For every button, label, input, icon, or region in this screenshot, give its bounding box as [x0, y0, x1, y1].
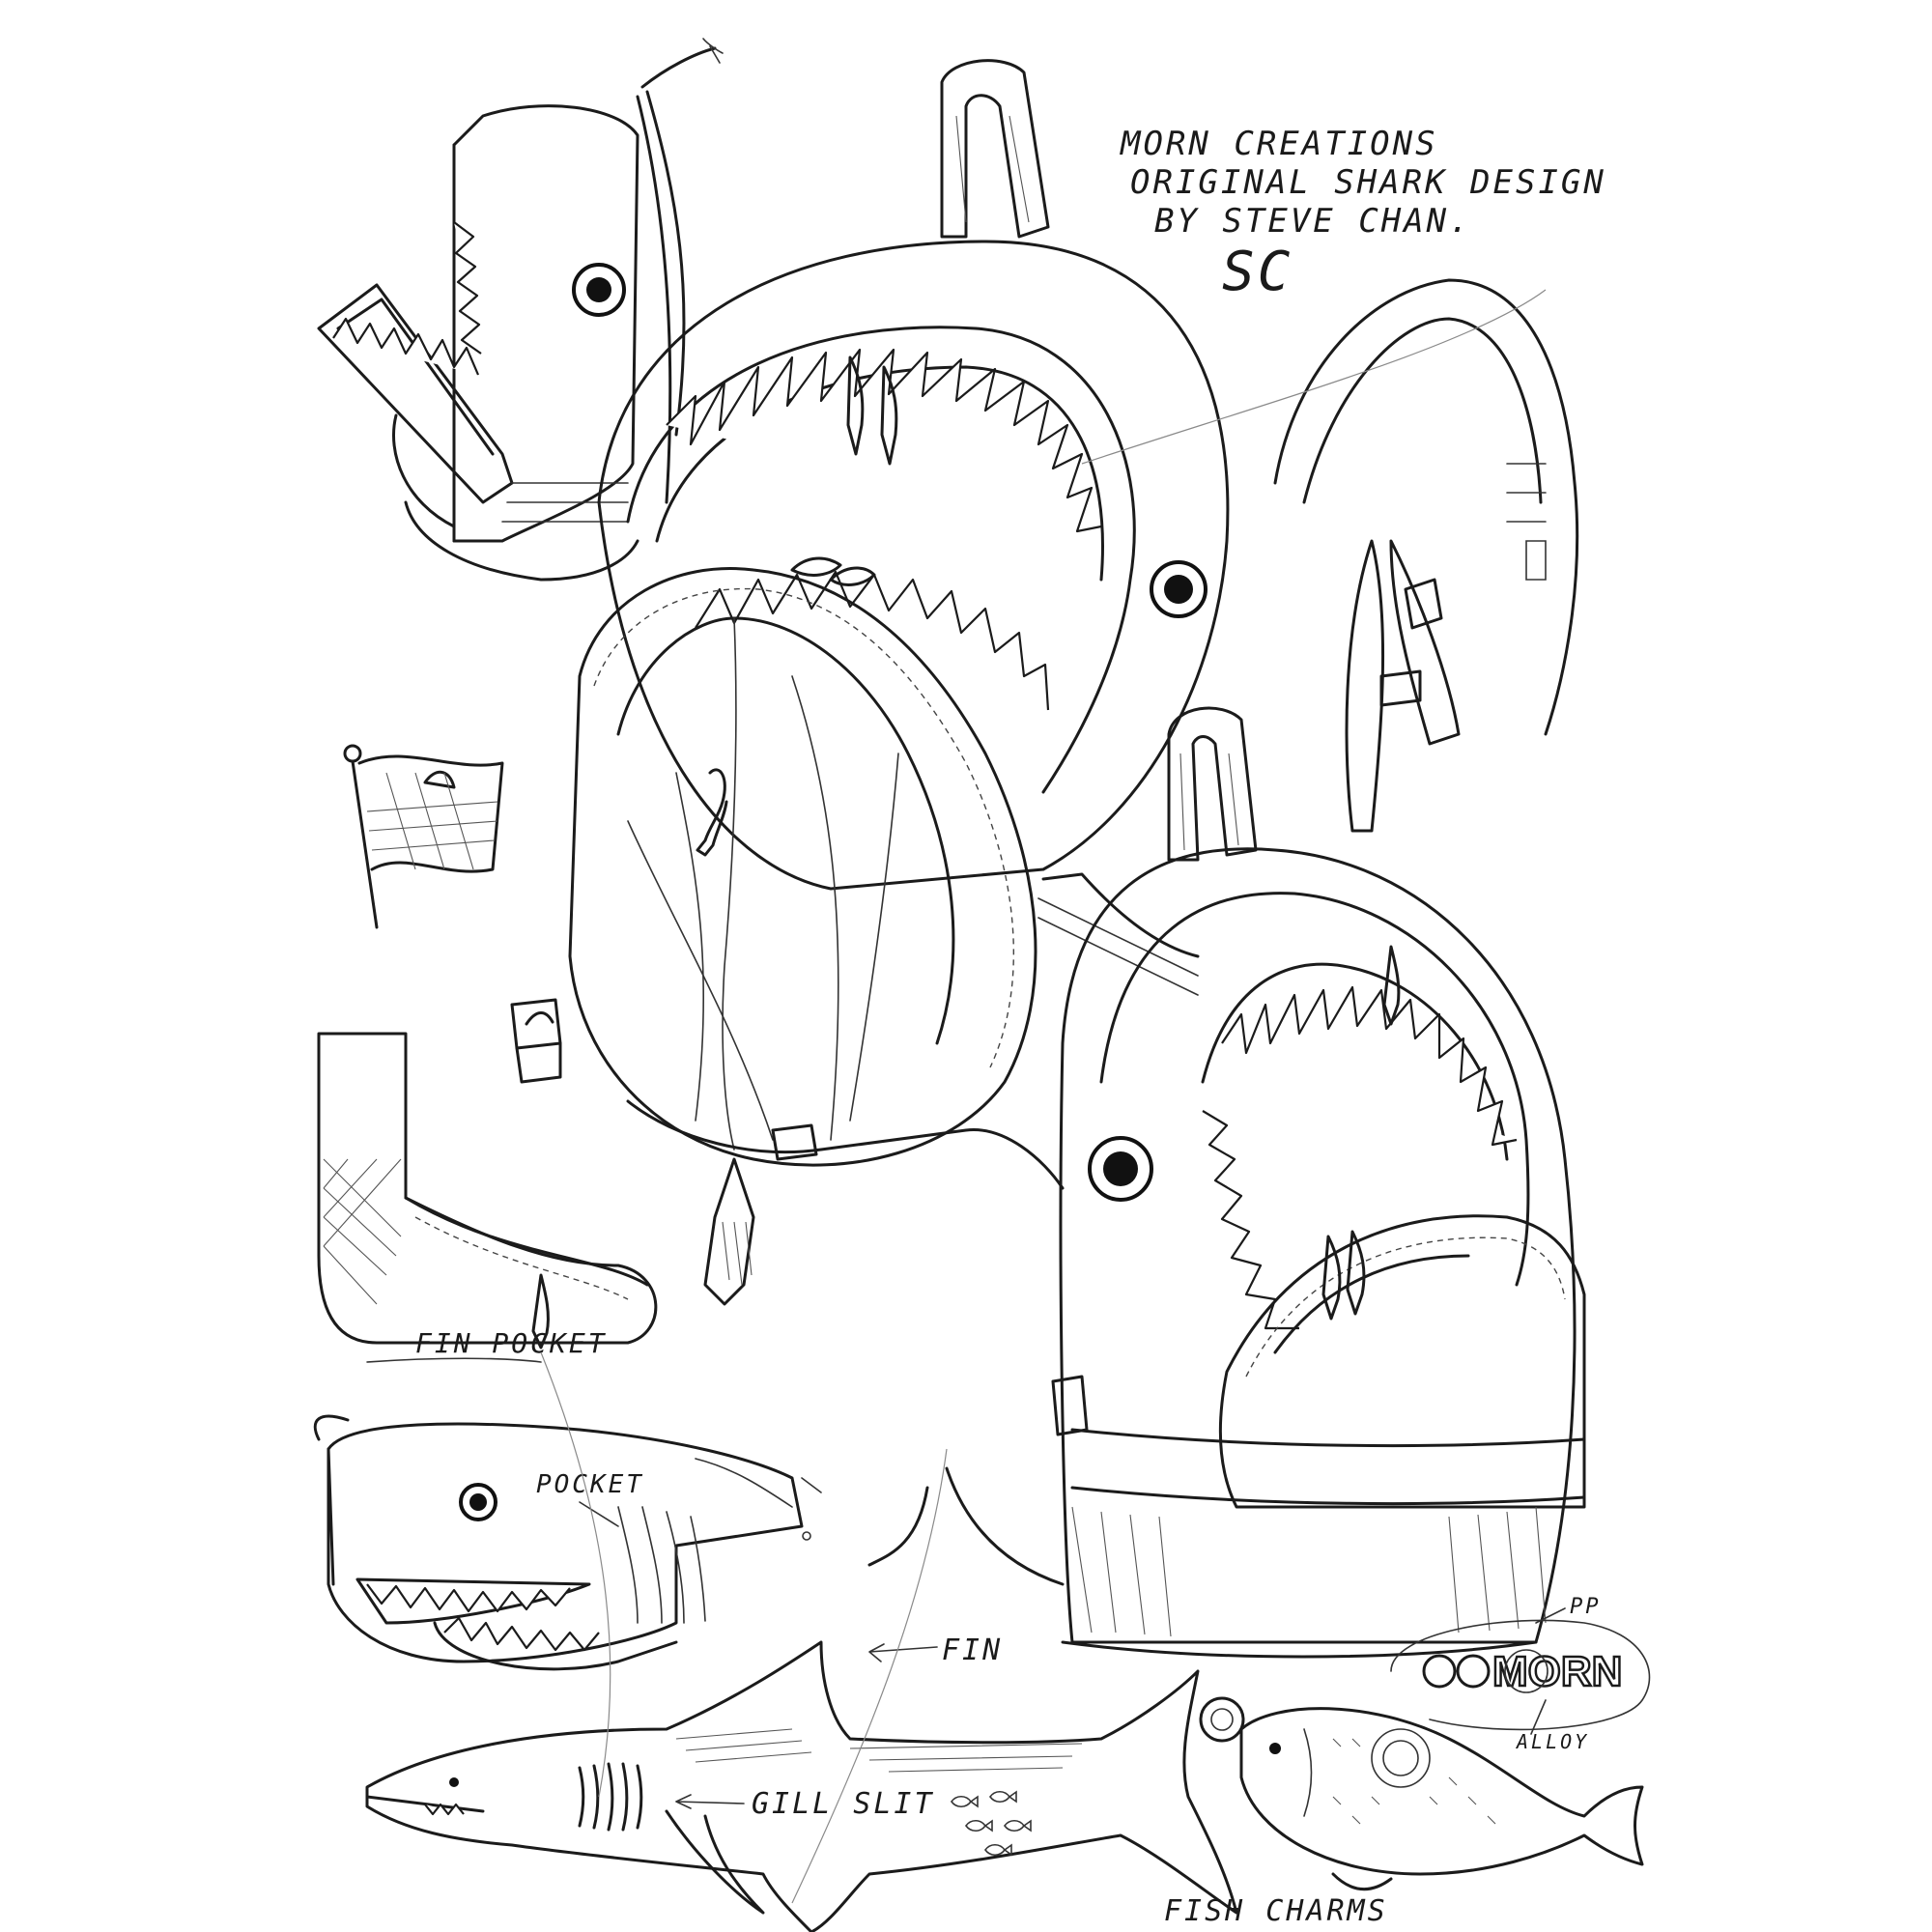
credit-line-2: ORIGINAL SHARK DESIGN [1130, 163, 1606, 202]
side-view-sketch [317, 38, 724, 582]
pocket-label: POCKET [536, 1470, 644, 1499]
fish-charms-label: FISH CHARMS [1164, 1894, 1388, 1928]
morn-logo-sketch: MORN PP ALLOY [1390, 1595, 1651, 1753]
credit-block: MORN CREATIONS ORIGINAL SHARK DESIGN BY … [1120, 125, 1606, 303]
shark-sketch: GILL SLIT FIN [365, 1634, 1238, 1932]
strap-detail-sketch [1273, 278, 1579, 833]
fin-label: FIN [942, 1634, 1003, 1667]
pp-label: PP [1570, 1595, 1602, 1619]
gill-slit-label: GILL SLIT [752, 1787, 935, 1821]
flag-sketch [343, 744, 504, 929]
main-zipper-fish-charm-icon [696, 768, 728, 857]
alloy-label: ALLOY [1515, 1730, 1589, 1753]
fish-charm-sketch: FISH CHARMS [1164, 1696, 1644, 1928]
main-backpack [510, 59, 1230, 1306]
fin-pocket-sketch: FIN POCKET [317, 1032, 658, 1363]
second-zipper-fish-charm-icon [1321, 1235, 1342, 1321]
signature: SC [1222, 241, 1293, 303]
fin-pocket-label: FIN POCKET [415, 1327, 608, 1359]
fish-charm-icon [1239, 1707, 1644, 1876]
credit-line-1: MORN CREATIONS [1120, 125, 1438, 163]
credit-line-3: BY STEVE CHAN. [1154, 202, 1472, 241]
shark-pouch-sketch: POCKET [313, 1414, 822, 1671]
second-backpack [867, 706, 1586, 1659]
